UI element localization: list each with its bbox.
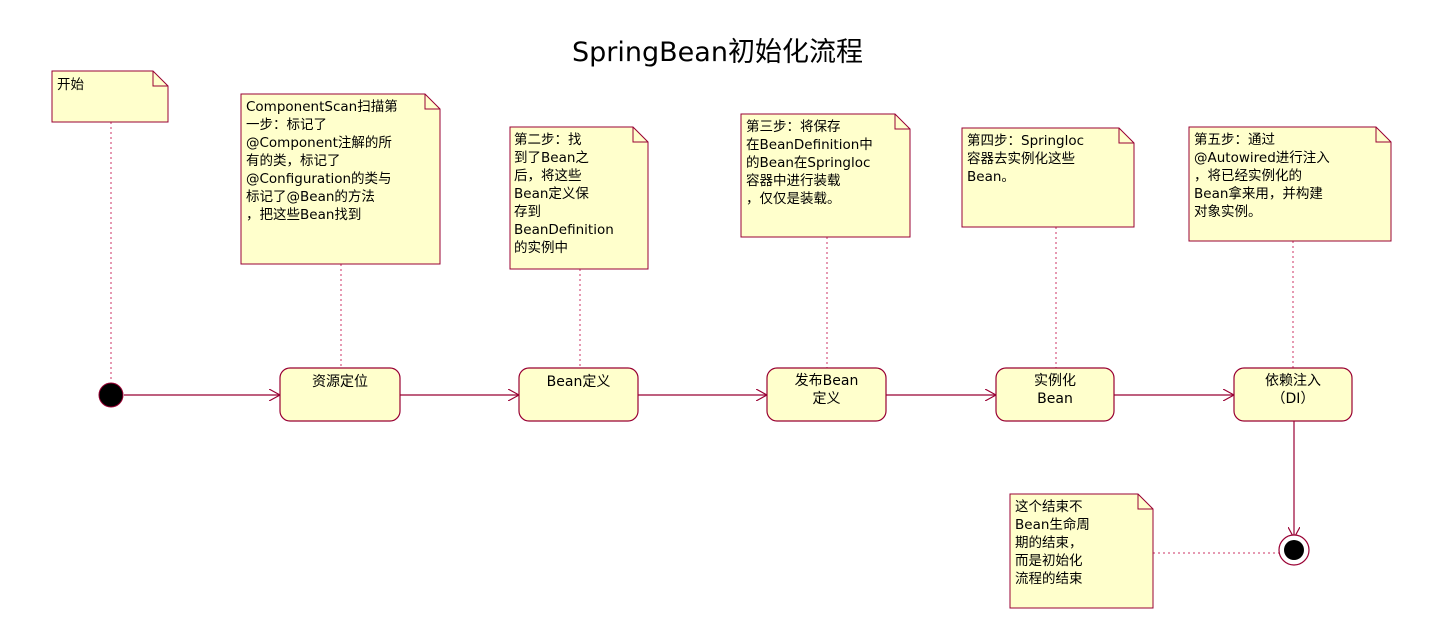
state-label-2: Bean定义 [519, 368, 638, 396]
state-box-4 [995, 367, 1115, 422]
note-4 [961, 127, 1135, 228]
state-1-text: 资源定位 [312, 374, 368, 390]
note-5-text: 第五步：通过 @Autowired进行注入 ，将已经实例化的 Bean拿来用，并… [1194, 132, 1330, 220]
state-box-3 [766, 367, 887, 422]
state-box-1 [279, 367, 401, 422]
state-label-3: 发布Bean 定义 [767, 368, 886, 412]
note-start [51, 70, 169, 123]
state-label-5: 依赖注入 （DI） [1234, 368, 1352, 412]
note-start-text: 开始 [57, 77, 84, 93]
note-end-text: 这个结束不 Bean生命周 期的结束， 而是初始化 流程的结束 [1015, 499, 1090, 587]
note-1-text: ComponentScan扫描第 一步：标记了 @Component注解的所 有… [246, 99, 398, 223]
note-5 [1188, 126, 1392, 242]
state-3-text: 发布Bean 定义 [794, 373, 859, 407]
note-4-text: 第四步：Springloc 容器去实例化这些 Bean。 [967, 133, 1084, 185]
state-label-1: 资源定位 [280, 368, 400, 396]
note-2 [509, 126, 649, 270]
note-3 [740, 113, 911, 238]
initial-node [98, 382, 124, 408]
state-4-text: 实例化 Bean [1034, 373, 1076, 407]
final-node [1278, 534, 1310, 566]
state-box-2 [518, 367, 639, 422]
state-2-text: Bean定义 [546, 374, 611, 390]
state-5-text: 依赖注入 （DI） [1265, 373, 1321, 407]
state-label-4: 实例化 Bean [996, 368, 1114, 412]
note-3-text: 第三步：将保存 在BeanDefinition中 的Bean在Springloc… [746, 119, 873, 207]
state-box-5 [1233, 367, 1353, 422]
diagram-title: SpringBean初始化流程 [572, 37, 863, 68]
note-end [1009, 493, 1154, 609]
note-2-text: 第二步：找 到了Bean之 后，将这些 Bean定义保 存到 BeanDefin… [514, 132, 614, 256]
note-1 [240, 93, 441, 265]
